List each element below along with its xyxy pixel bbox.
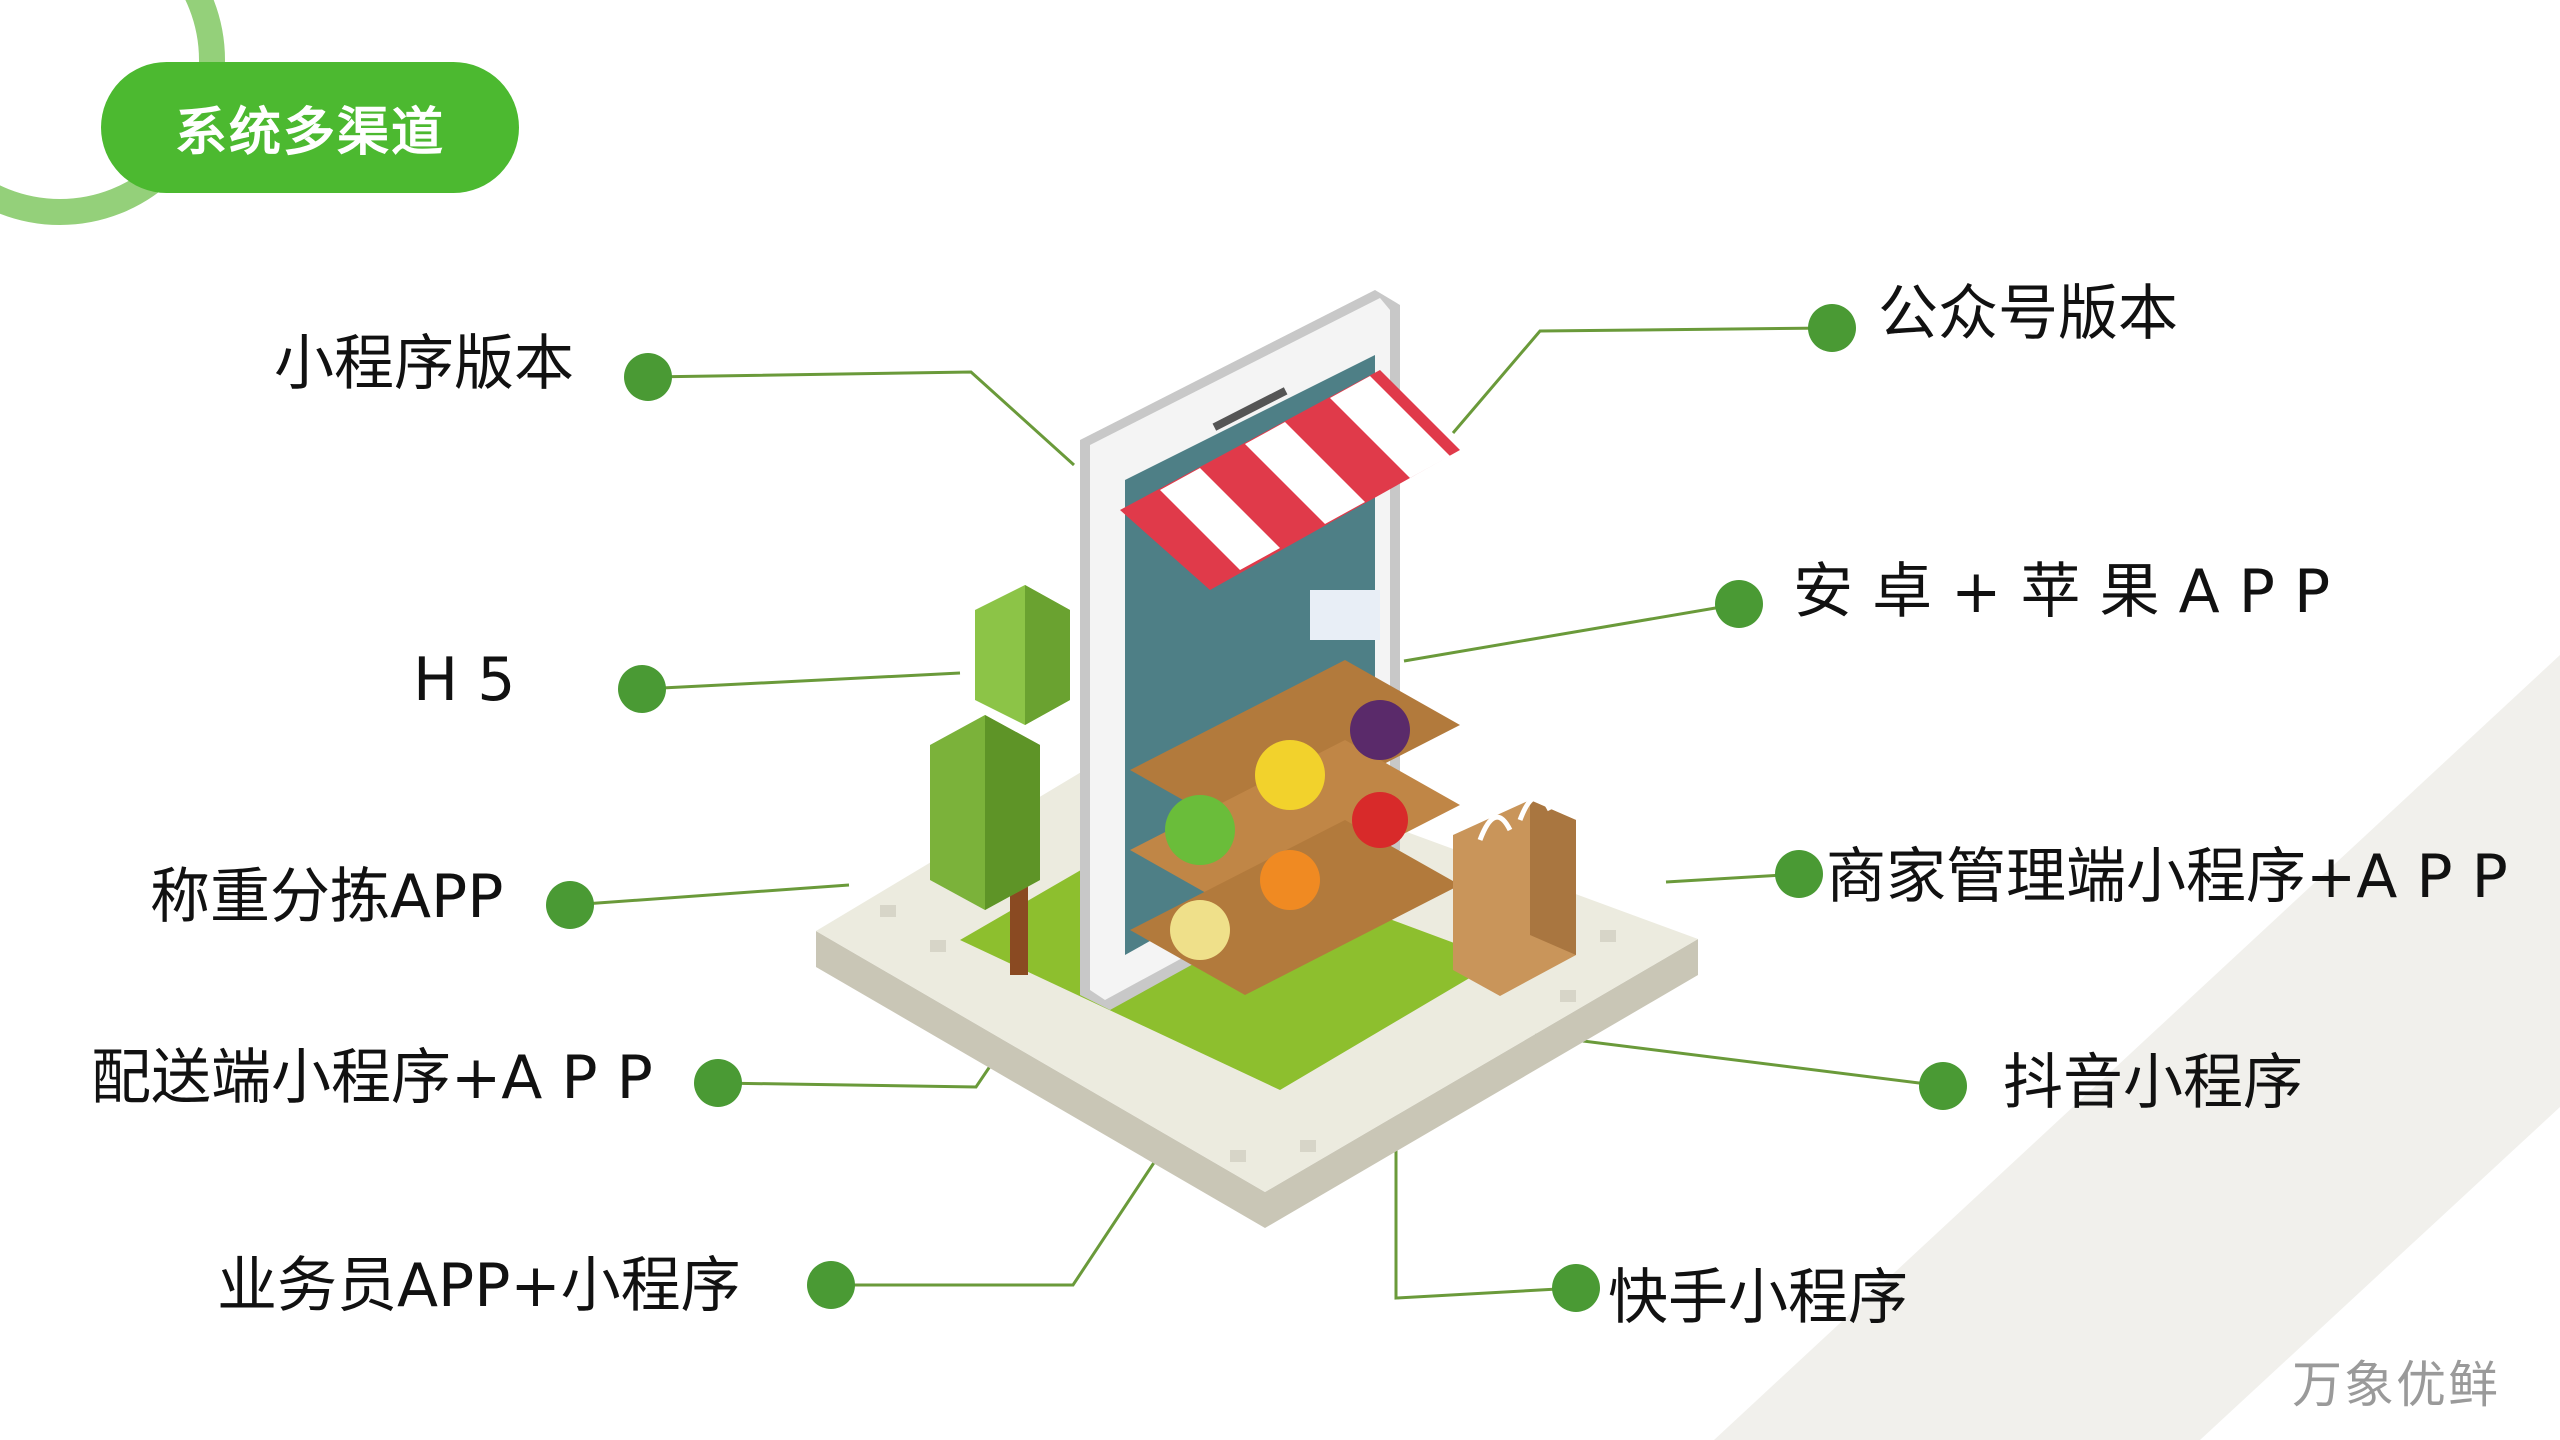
channel-label-official-account: 公众号版本 <box>1878 279 2178 349</box>
channel-label-kuaishou: 快手小程序 <box>1608 1263 1908 1333</box>
channel-label-weighing-app: 称重分拣APP <box>150 862 504 932</box>
connector-dots <box>546 304 1967 1312</box>
channel-label-delivery: 配送端小程序+A P P <box>91 1043 653 1113</box>
connector-lines <box>569 326 1944 1300</box>
channel-label-douyin: 抖音小程序 <box>2003 1048 2303 1118</box>
store-illustration <box>816 290 1698 1228</box>
section-title: 系统多渠道 <box>174 103 445 163</box>
section-title-badge: 系统多渠道 <box>101 62 519 193</box>
channel-label-merchant: 商家管理端小程序+A P P <box>1826 842 2508 912</box>
produce-crates <box>1130 590 1460 995</box>
channel-label-android-ios: 安 卓 + 苹 果 A P P <box>1793 557 2331 627</box>
awning-icon <box>1120 370 1460 590</box>
decorative-ring <box>0 0 225 225</box>
channel-label-miniprogram: 小程序版本 <box>274 329 574 399</box>
tree-icon <box>930 585 1070 975</box>
channel-label-salesperson: 业务员APP+小程序 <box>217 1251 741 1321</box>
diagonal-band <box>1714 655 2560 1440</box>
shopping-bag-icon <box>1453 794 1576 996</box>
brand-watermark: 万象优鲜 <box>2292 1356 2500 1414</box>
channel-label-h5: H 5 <box>413 645 516 715</box>
